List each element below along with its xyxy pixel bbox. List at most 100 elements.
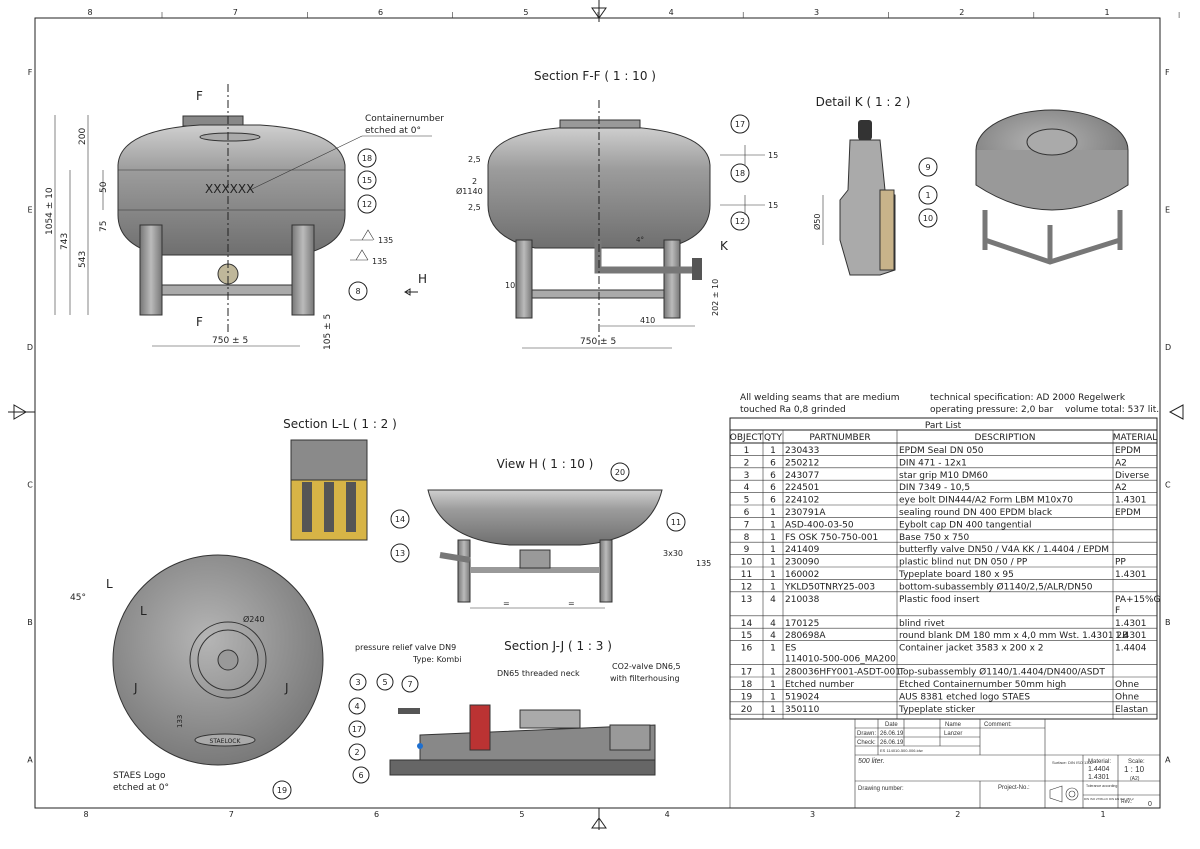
section-mark-j-2: J bbox=[284, 681, 289, 695]
part-list-cell: Base 750 x 750 bbox=[899, 533, 969, 543]
balloon-18-ff: 18 bbox=[735, 169, 745, 178]
part-list-cell: Ohne bbox=[1115, 692, 1139, 702]
balloon-18: 18 bbox=[362, 154, 372, 163]
part-list-cell: 224102 bbox=[785, 496, 819, 506]
part-list-cell: ASD-400-03-50 bbox=[785, 520, 854, 530]
zone-label-left: B bbox=[27, 618, 33, 627]
part-list-cell: 280698A bbox=[785, 631, 826, 641]
dim-133: 133 bbox=[176, 715, 184, 728]
section-j-j-view: Section J-J ( 1 : 3 ) pressure relief va… bbox=[348, 639, 681, 784]
part-list-cell: plastic blind nut DN 050 / PP bbox=[899, 558, 1028, 568]
dim-202: 202 ± 10 bbox=[711, 279, 720, 316]
logo-note-2: etched at 0° bbox=[113, 783, 169, 793]
weld-symbol-135-2: 135 bbox=[372, 257, 387, 266]
part-list-cell: Eybolt cap DN 400 tangential bbox=[899, 520, 1031, 530]
zone-label-top: 3 bbox=[814, 8, 819, 17]
part-list-cell: EPDM bbox=[1115, 508, 1141, 518]
part-list-cell: star grip M10 DM60 bbox=[899, 471, 988, 481]
scale-value: 1 : 10 bbox=[1124, 765, 1145, 774]
part-list-cell: 19 bbox=[741, 692, 753, 702]
dim-equal-2: = bbox=[568, 599, 575, 608]
check-date: 26.06.19 bbox=[880, 740, 904, 746]
part-list-cell: 8 bbox=[744, 533, 750, 543]
weld-note-2: touched Ra 0,8 grinded bbox=[740, 405, 846, 415]
part-list-cell: 1 bbox=[770, 680, 776, 690]
weld-3x30: 3x30 bbox=[663, 549, 683, 558]
part-list-cell: 230090 bbox=[785, 558, 820, 568]
staes-logo: STAELOCK bbox=[210, 738, 242, 745]
material-label: Material: bbox=[1088, 759, 1111, 765]
part-list-cell: Typeplate sticker bbox=[898, 705, 975, 715]
file-name: ES 114010-500-006.idw bbox=[880, 748, 923, 753]
section-f-f-title: Section F-F ( 1 : 10 ) bbox=[534, 69, 656, 83]
part-list-header: MATERIAL bbox=[1113, 433, 1158, 443]
title-block: Date Name Comment: Drawn: 26.06.19 Lanze… bbox=[729, 719, 1160, 808]
part-list-cell: 4 bbox=[770, 619, 776, 629]
zone-label-right: A bbox=[1165, 756, 1171, 765]
part-list-cell: 14 bbox=[741, 619, 753, 629]
dim-angle-4: 4° bbox=[636, 236, 644, 244]
revision-value: 0 bbox=[1148, 801, 1152, 808]
part-list-cell: 4 bbox=[744, 483, 750, 493]
section-mark-j-1: J bbox=[133, 681, 138, 695]
threaded-neck-note: DN65 threaded neck bbox=[497, 669, 580, 678]
part-list-cell: 1 bbox=[770, 668, 776, 678]
drawn-label: Drawn: bbox=[857, 731, 876, 737]
dim-543: 543 bbox=[78, 251, 88, 268]
part-list-header: OBJECT bbox=[730, 433, 764, 443]
part-list-cell: round blank DM 180 mm x 4,0 mm Wst. 1.43… bbox=[899, 631, 1128, 641]
part-list-cell: 1 bbox=[770, 705, 776, 715]
tolerance-standard: DIN ISO 2768-mK DIN EN ISO 286-2 bbox=[1084, 797, 1134, 801]
dim-10: 10 bbox=[505, 281, 515, 290]
zone-label-top: 7 bbox=[233, 8, 238, 17]
part-list-cell: 1 bbox=[770, 582, 776, 592]
balloon-12: 12 bbox=[362, 200, 372, 209]
zone-label-bottom: 5 bbox=[519, 810, 524, 819]
balloon-11: 11 bbox=[671, 518, 681, 527]
part-list-cell: 1 bbox=[744, 446, 750, 456]
material-1: 1.4404 bbox=[1088, 766, 1110, 773]
part-list-cell: 10 bbox=[741, 558, 753, 568]
part-list-cell: 210038 bbox=[785, 595, 820, 605]
part-list-cell: 20 bbox=[741, 705, 753, 715]
dim-equal-1: = bbox=[503, 599, 510, 608]
part-list-cell: 1 bbox=[770, 545, 776, 555]
part-list-cell: 1 bbox=[770, 570, 776, 580]
balloon-17-jj: 17 bbox=[352, 725, 362, 734]
part-list-cell: A2 bbox=[1115, 458, 1127, 468]
part-list-cell: 1 bbox=[770, 508, 776, 518]
balloon-6: 6 bbox=[358, 771, 363, 780]
balloon-5: 5 bbox=[382, 678, 387, 687]
part-list-cell: AUS 8381 etched logo STAES bbox=[899, 692, 1030, 702]
part-list-cell: DIN 471 - 12x1 bbox=[899, 458, 967, 468]
part-list-cell: EPDM Seal DN 050 bbox=[899, 446, 984, 456]
part-list-cell: 224501 bbox=[785, 483, 819, 493]
part-list-cell: 5 bbox=[744, 496, 750, 506]
zone-label-top: 4 bbox=[669, 8, 674, 17]
dim-75: 75 bbox=[99, 221, 109, 232]
zone-label-top: 8 bbox=[87, 8, 92, 17]
part-list-cell: bottom-subassembly Ø1140/2,5/ALR/DN50 bbox=[899, 581, 1093, 592]
part-list-cell: 160002 bbox=[785, 570, 819, 580]
dim-2-5-top: 2,5 bbox=[468, 155, 481, 164]
view-h: View H ( 1 : 10 ) = = 3x30 135 20 11 bbox=[427, 457, 711, 609]
part-list-cell: 1 bbox=[770, 533, 776, 543]
material-2: 1.4301 bbox=[1088, 774, 1110, 781]
part-list-cell: 1.4404 bbox=[1115, 644, 1147, 654]
part-list-cell: 17 bbox=[741, 668, 752, 678]
balloon-13: 13 bbox=[395, 549, 405, 558]
part-list-cell: 1.4301 bbox=[1115, 631, 1147, 641]
part-list-cell: 1.4301 bbox=[1115, 619, 1147, 629]
weld-symbol-15-2: 15 bbox=[768, 201, 778, 210]
part-list-cell: 6 bbox=[770, 496, 776, 506]
part-list-cell: 12 bbox=[741, 582, 752, 592]
